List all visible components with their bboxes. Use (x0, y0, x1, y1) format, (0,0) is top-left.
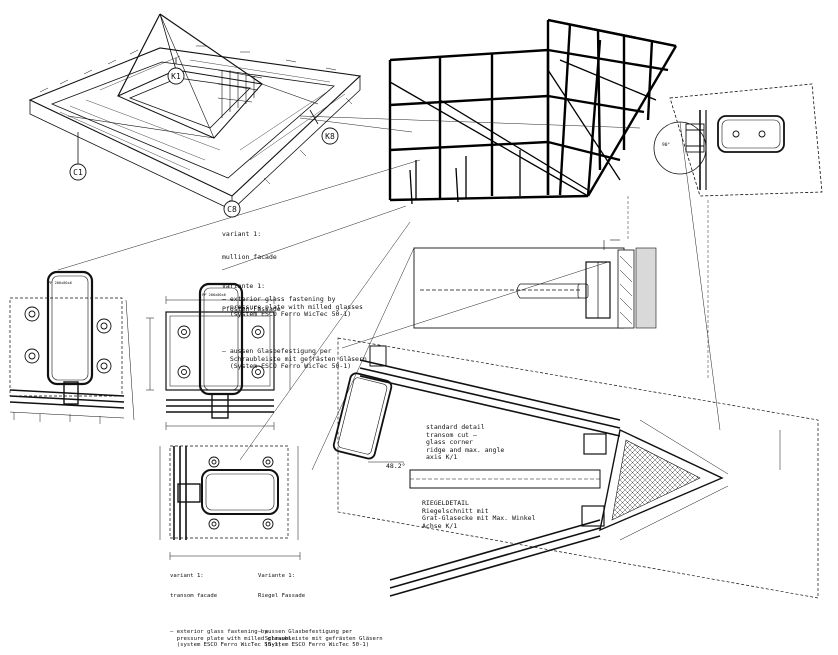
note-bottom-right-text: – aussen Glasbefestigung per Schraubleis… (258, 628, 383, 649)
transom-detail-bottom (159, 445, 301, 560)
mullion-detail-center (146, 282, 291, 430)
mullion-plan-section (413, 239, 657, 329)
note-variant1-mullion: variant 1: mullion facade – exterior gla… (222, 216, 363, 326)
note-variant1-title: variant 1: (222, 230, 262, 239)
isometric-roof-structure (28, 13, 362, 211)
grid-label-k1: K1 (171, 72, 181, 81)
mullion-detail-left (9, 270, 135, 424)
note-variante1-text: – aussen Glasbefestigung per Schraubleis… (222, 346, 367, 371)
note-variante1-pfosten: Variante 1: Pfosten-Fassade – aussen Gla… (222, 268, 367, 378)
leader-lines (57, 115, 721, 471)
note-variant1-sub: mullion facade (222, 252, 277, 261)
corner-hatch (612, 440, 700, 520)
note-bottom-left-title: variant 1: (170, 573, 204, 580)
note-variante1-title: Variante 1: (222, 282, 266, 291)
note-bottom-right: Variante 1: Riegel Fassade – aussen Glas… (258, 560, 383, 655)
note-bottom-right-title: Variante 1: (258, 573, 296, 580)
cad-drawing-sheet: K1 K8 C1 C8 (9, 13, 823, 599)
note-variante1-sub: Pfosten-Fassade (222, 304, 281, 313)
grid-label-k8: K8 (325, 132, 335, 141)
angle-label: 48.2° (386, 462, 406, 470)
steel-frame-perspective (388, 18, 678, 205)
note-riegeldetail: RIEGELDETAIL Riegelschnitt mit Grat-Glas… (422, 499, 536, 530)
note-variant1-text: – exterior glass fastening by pressure p… (222, 294, 363, 319)
corner-connection-detail: 90° (653, 83, 823, 197)
grid-label-c8: C8 (227, 205, 237, 214)
note-standard-detail: standard detail transom cut – glass corn… (426, 423, 505, 462)
grid-label-c1: C1 (73, 168, 83, 177)
note-bottom-right-sub: Riegel Fassade (258, 592, 306, 599)
profile-label-left: PP 200x80x6 (48, 281, 72, 285)
profile-label-center: PP 200x80x6 (202, 293, 226, 297)
svg-text:90°: 90° (662, 142, 670, 148)
note-bottom-left-sub: transom facade (170, 592, 218, 599)
